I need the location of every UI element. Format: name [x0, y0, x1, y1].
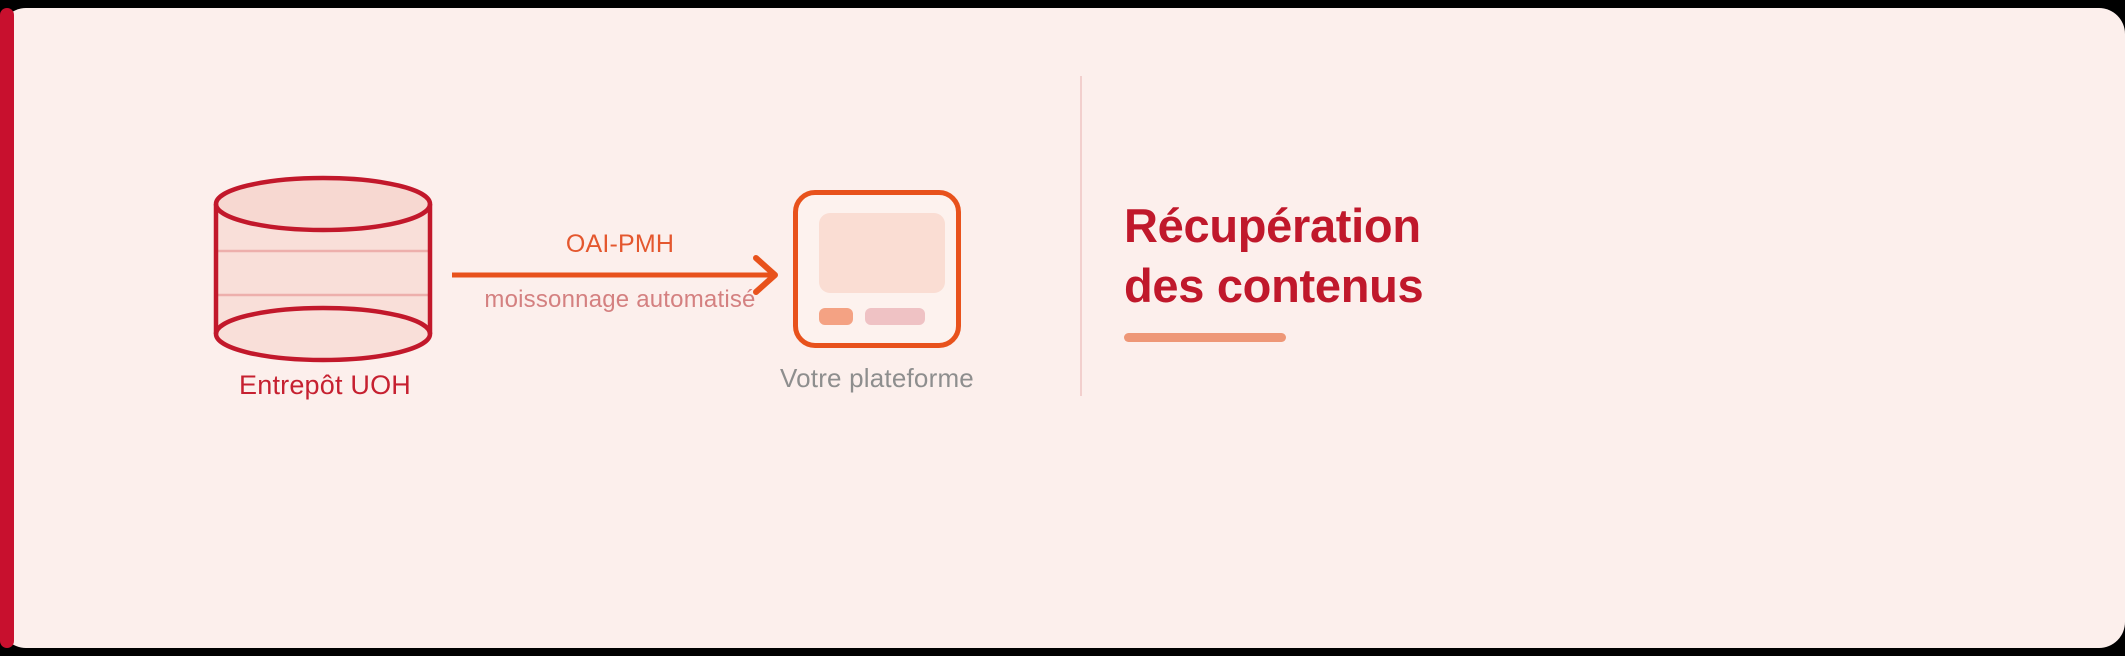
- title-line-2: des contenus: [1124, 258, 1424, 312]
- protocol-label: OAI-PMH: [565, 230, 675, 258]
- platform-label: Votre plateforme: [780, 363, 974, 393]
- left-accent-bar: [0, 8, 14, 648]
- database-cylinder-icon: [213, 175, 433, 363]
- title-underline: [1124, 333, 1286, 343]
- platform-screen-area: [819, 213, 945, 293]
- process-label: moissonnage automatisé: [484, 286, 756, 313]
- flow-arrow: [440, 213, 800, 343]
- vertical-divider: [1080, 76, 1082, 396]
- title-line-1: Récupération: [1124, 199, 1421, 252]
- repository-cylinder: [212, 175, 434, 363]
- platform-pill-row: [819, 308, 925, 325]
- platform-pill-secondary: [865, 308, 925, 325]
- platform-card-icon: [793, 190, 961, 348]
- slide-canvas: Entrepôt UOH OAI-PMH moissonnage automat…: [0, 8, 2125, 648]
- platform-pill-primary: [819, 308, 853, 325]
- repository-label: Entrepôt UOH: [239, 370, 411, 400]
- title-block: Récupération des contenus: [1124, 196, 1684, 343]
- arrow-right-icon: [452, 255, 778, 295]
